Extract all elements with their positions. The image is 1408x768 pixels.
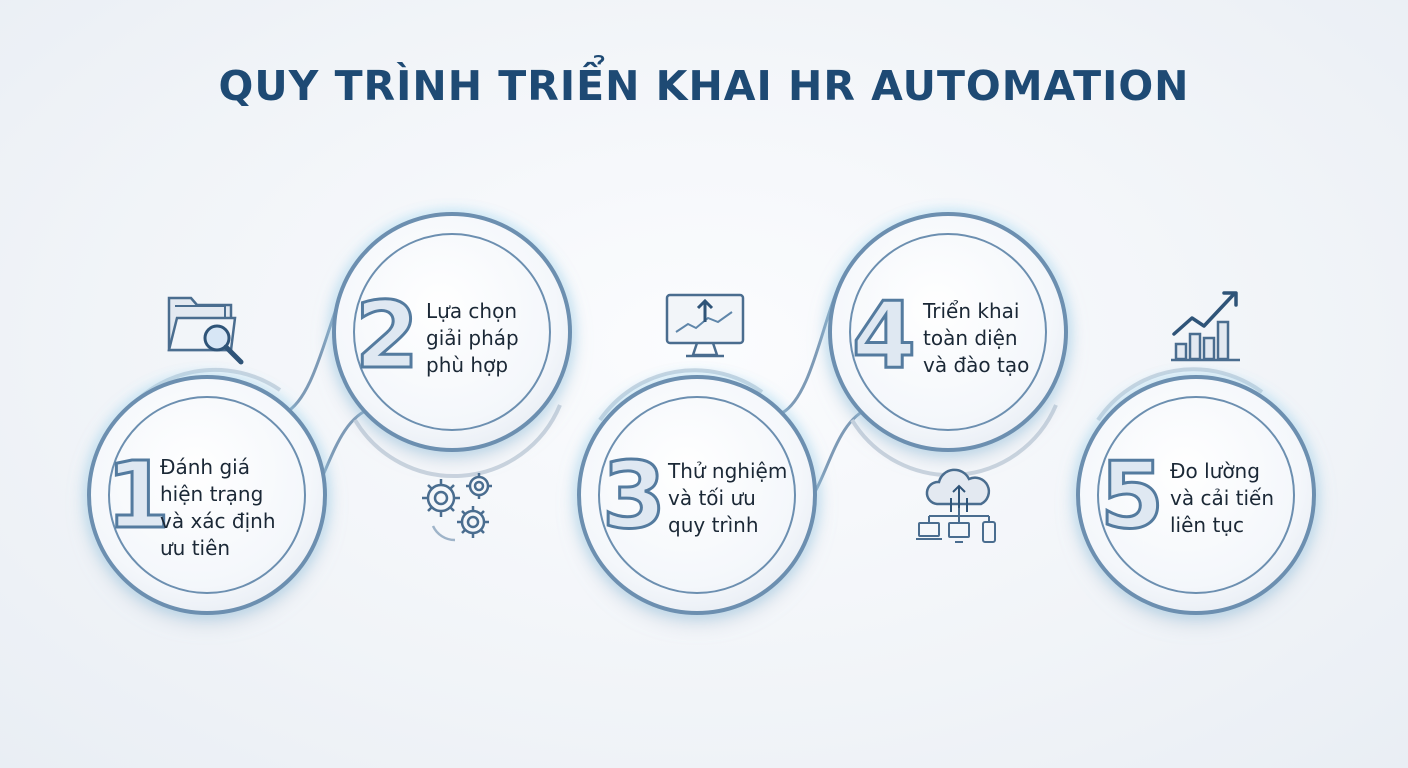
circle-2: [331, 211, 573, 453]
step-4-label: Triển khai toàn diện và đào tạo: [923, 299, 1030, 377]
page-title: QUY TRÌNH TRIỂN KHAI HR AUTOMATION: [218, 62, 1190, 110]
arc-under-2: [353, 404, 562, 478]
circle-1: [86, 374, 328, 616]
circle-3: [576, 374, 818, 616]
bar-chart-growth-icon: [1171, 291, 1240, 362]
step-5-number: 5: [1098, 442, 1165, 549]
arc-over-5: [1096, 367, 1264, 422]
circle-5: [1075, 374, 1317, 616]
gears-icon: [422, 473, 492, 542]
monitor-chart-icon: [665, 293, 745, 358]
step-1-label: Đánh giá hiện trạng và xác định ưu tiên: [160, 455, 276, 560]
step-3-label: Thử nghiệm và tối ưu quy trình: [668, 459, 788, 537]
folder-search-icon: [167, 296, 244, 365]
step-4-number: 4: [850, 282, 917, 389]
arc-over-3: [598, 368, 764, 422]
step-2-label: Lựa chọn giải pháp phù hợp: [426, 299, 519, 377]
step-1-number: 1: [104, 442, 171, 549]
step-3-number: 3: [600, 442, 667, 549]
cloud-network-icon: [916, 468, 996, 543]
step-5-label: Đo lường và cải tiến liên tục: [1170, 459, 1274, 537]
step-2-number: 2: [353, 282, 420, 389]
circle-4: [827, 211, 1069, 453]
